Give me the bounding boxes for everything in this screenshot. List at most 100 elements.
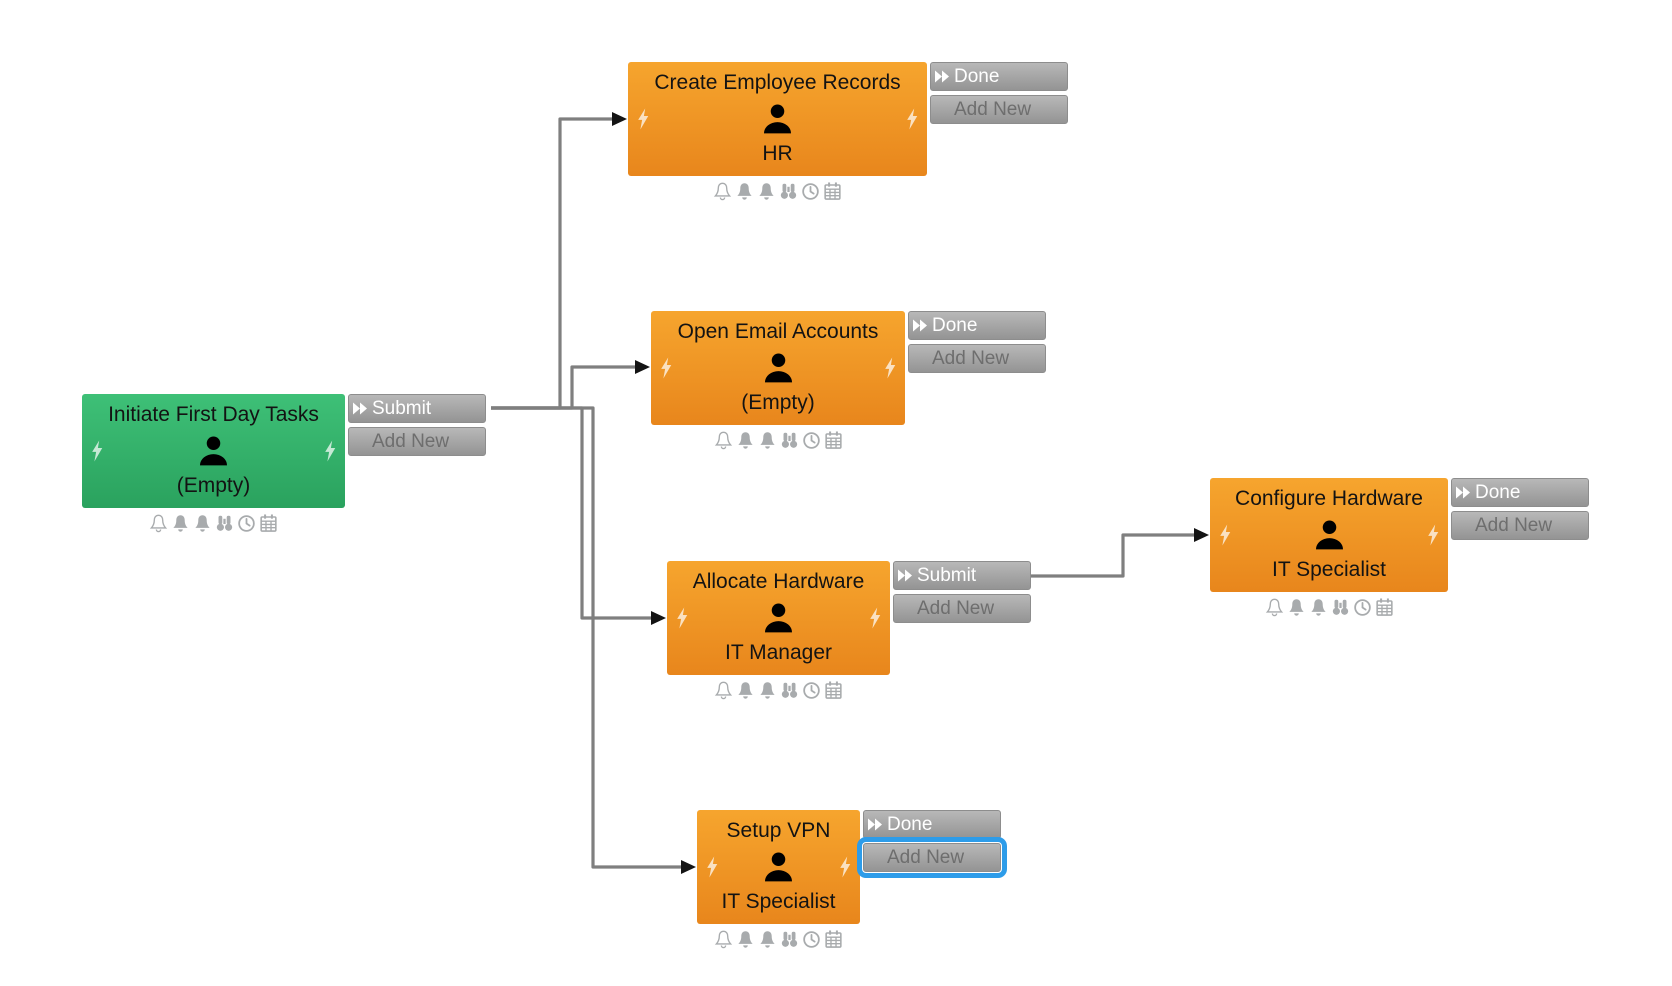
node-assignee: IT Specialist: [1272, 557, 1386, 581]
binoculars-icon[interactable]: [778, 181, 799, 202]
bell-icon[interactable]: [757, 430, 778, 451]
node-group-create-employee-records: Create Employee Records HR Done Add New: [628, 62, 1068, 176]
bell-icon[interactable]: [734, 181, 755, 202]
clock-icon[interactable]: [801, 680, 822, 701]
bell-outline-icon[interactable]: [148, 513, 169, 534]
calendar-icon[interactable]: [823, 929, 844, 950]
bell-icon[interactable]: [735, 680, 756, 701]
bell-icon[interactable]: [757, 929, 778, 950]
add-new-button[interactable]: Add New: [893, 594, 1031, 623]
task-node-allocate-hardware[interactable]: Allocate Hardware IT Manager: [667, 561, 890, 675]
node-option-icons: [628, 181, 927, 202]
node-assignee: HR: [762, 141, 793, 165]
node-group-configure-hardware: Configure Hardware IT Specialist Done Ad…: [1210, 478, 1589, 592]
node-title: Open Email Accounts: [677, 320, 879, 343]
node-title: Setup VPN: [726, 819, 831, 842]
node-assignee: (Empty): [176, 473, 251, 497]
bell-icon[interactable]: [756, 181, 777, 202]
task-node-open-email-accounts[interactable]: Open Email Accounts (Empty): [651, 311, 905, 425]
node-group-allocate-hardware: Allocate Hardware IT Manager Submit Add …: [667, 561, 1031, 675]
lightning-icon: [868, 607, 882, 630]
binoculars-icon[interactable]: [779, 430, 800, 451]
arrowhead-icon: [612, 112, 627, 126]
done-button[interactable]: Done: [1451, 478, 1589, 507]
binoculars-icon[interactable]: [779, 929, 800, 950]
binoculars-icon[interactable]: [1330, 597, 1351, 618]
assignee-icon: [762, 601, 795, 634]
bell-outline-icon[interactable]: [713, 430, 734, 451]
calendar-icon[interactable]: [822, 181, 843, 202]
node-group-initiate-first-day-tasks: Initiate First Day Tasks (Empty) Submit …: [82, 394, 486, 508]
add-new-button[interactable]: Add New: [348, 427, 486, 456]
bell-outline-icon[interactable]: [713, 929, 734, 950]
node-group-setup-vpn: Setup VPN IT Specialist Done Add New: [697, 810, 1007, 924]
done-button[interactable]: Done: [863, 810, 1001, 839]
bell-icon[interactable]: [192, 513, 213, 534]
bell-outline-icon[interactable]: [713, 680, 734, 701]
node-assignee: IT Manager: [725, 640, 832, 664]
clock-icon[interactable]: [800, 181, 821, 202]
lightning-icon: [675, 607, 689, 630]
done-button[interactable]: Done: [930, 62, 1068, 91]
button-label: Add New: [917, 597, 995, 619]
lightning-icon: [705, 856, 719, 879]
add-new-button[interactable]: Add New: [908, 344, 1046, 373]
task-node-configure-hardware[interactable]: Configure Hardware IT Specialist: [1210, 478, 1448, 592]
bell-icon[interactable]: [735, 430, 756, 451]
binoculars-icon[interactable]: [214, 513, 235, 534]
button-label: Done: [887, 813, 933, 835]
clock-icon[interactable]: [801, 430, 822, 451]
assignee-icon: [762, 351, 795, 384]
clock-icon[interactable]: [236, 513, 257, 534]
node-title: Allocate Hardware: [692, 570, 865, 593]
bell-icon[interactable]: [1286, 597, 1307, 618]
task-node-setup-vpn[interactable]: Setup VPN IT Specialist: [697, 810, 860, 924]
submit-button[interactable]: Submit: [348, 394, 486, 423]
add-new-button[interactable]: Add New: [930, 95, 1068, 124]
node-option-icons: [1210, 597, 1448, 618]
button-label: Submit: [372, 397, 432, 419]
button-label: Add New: [932, 347, 1010, 369]
submit-button[interactable]: Submit: [893, 561, 1031, 590]
lightning-icon: [659, 357, 673, 380]
fast-forward-icon: [897, 569, 914, 582]
arrowhead-icon: [1194, 528, 1209, 542]
task-node-create-employee-records[interactable]: Create Employee Records HR: [628, 62, 927, 176]
calendar-icon[interactable]: [823, 680, 844, 701]
arrowhead-icon: [681, 860, 696, 874]
button-label: Done: [932, 314, 978, 336]
node-option-icons: [82, 513, 345, 534]
task-node-initiate-first-day-tasks[interactable]: Initiate First Day Tasks (Empty): [82, 394, 345, 508]
button-label: Done: [1475, 481, 1521, 503]
lightning-icon: [905, 108, 919, 131]
lightning-icon: [1426, 524, 1440, 547]
clock-icon[interactable]: [801, 929, 822, 950]
binoculars-icon[interactable]: [779, 680, 800, 701]
bell-icon[interactable]: [735, 929, 756, 950]
calendar-icon[interactable]: [258, 513, 279, 534]
arrowhead-icon: [651, 611, 666, 625]
bell-icon[interactable]: [757, 680, 778, 701]
node-title: Create Employee Records: [654, 71, 901, 94]
calendar-icon[interactable]: [1374, 597, 1395, 618]
node-title: Configure Hardware: [1235, 487, 1423, 510]
calendar-icon[interactable]: [823, 430, 844, 451]
bell-outline-icon[interactable]: [1264, 597, 1285, 618]
lightning-icon: [1218, 524, 1232, 547]
bell-icon[interactable]: [1308, 597, 1329, 618]
bell-outline-icon[interactable]: [712, 181, 733, 202]
node-assignee: (Empty): [741, 390, 815, 414]
add-new-button[interactable]: Add New: [1451, 511, 1589, 540]
add-new-button-highlighted[interactable]: Add New: [857, 837, 1007, 878]
fast-forward-icon: [912, 319, 929, 332]
node-group-open-email-accounts: Open Email Accounts (Empty) Done Add New: [651, 311, 1046, 425]
node-option-icons: [651, 430, 905, 451]
bell-icon[interactable]: [170, 513, 191, 534]
fast-forward-icon: [1455, 486, 1472, 499]
done-button[interactable]: Done: [908, 311, 1046, 340]
button-label: Add New: [1475, 514, 1553, 536]
clock-icon[interactable]: [1352, 597, 1373, 618]
arrowhead-icon: [635, 360, 650, 374]
